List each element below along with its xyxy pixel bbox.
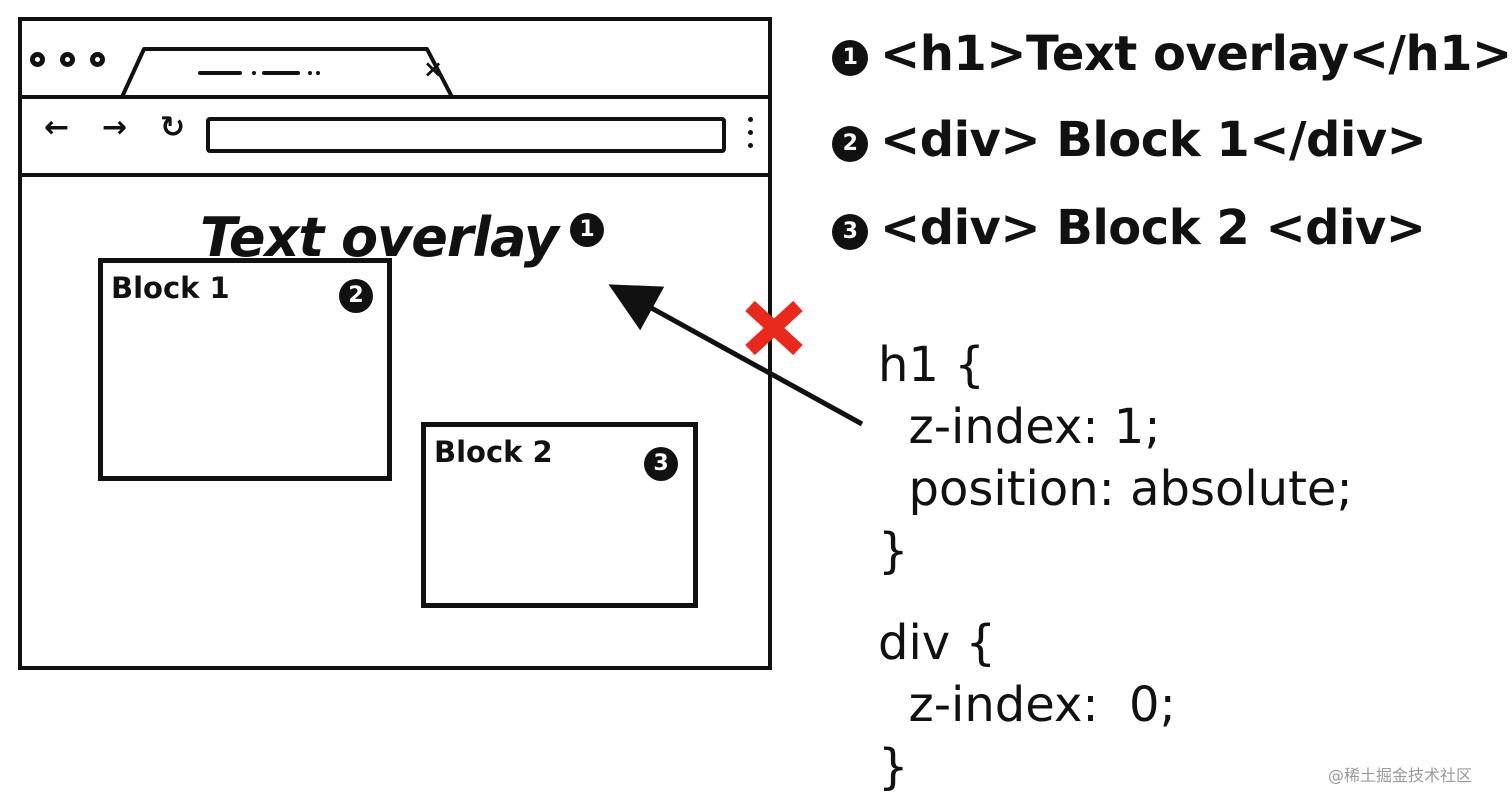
css-div-rule: div { z-index: 0;} [878,612,1176,798]
block-1-badge: 2 [339,279,373,313]
reload-icon[interactable]: ↻ [160,110,186,145]
html-line-h1-badge: 1 [832,40,868,76]
block-2: Block 2 3 [421,422,698,608]
css-h1-close: } [878,523,909,579]
menu-kebab-icon[interactable] [748,117,753,156]
html-line-div2: 3 <div> Block 2 <div> [832,200,1426,256]
css-div-open: div { [878,615,997,671]
html-line-div2-code: <div> Block 2 <div> [880,200,1426,256]
tab-close-icon[interactable]: × [423,55,444,83]
css-h1-zindex: z-index: 1; [878,399,1161,455]
tab-bar: × [22,21,768,99]
css-div-close: } [878,739,909,795]
css-div-zindex: z-index: 0; [878,677,1176,733]
tab-title-dot-2 [308,71,312,75]
tab-title-dot [252,71,256,75]
html-line-div1-code: <div> Block 1</div> [880,112,1427,168]
window-minimize-dot[interactable] [60,52,75,67]
css-h1-open: h1 { [878,337,985,393]
browser-tab[interactable] [120,43,457,99]
block-2-label: Block 2 [434,435,553,469]
block-1-label: Block 1 [111,271,230,305]
text-overlay-heading: Text overlay [200,206,559,269]
tab-title-placeholder-2 [262,71,300,75]
tab-title-dot-3 [316,71,320,75]
block-1: Block 1 2 [98,258,392,481]
window-close-dot[interactable] [30,52,45,67]
html-line-div1-badge: 2 [832,126,868,162]
html-line-div2-badge: 3 [832,214,868,250]
block-2-badge: 3 [644,447,678,481]
navigation-bar: ← → ↻ [22,95,768,177]
tab-title-placeholder [198,71,242,75]
window-maximize-dot[interactable] [90,52,105,67]
html-line-div1: 2 <div> Block 1</div> [832,112,1427,168]
html-line-h1: 1 <h1>Text overlay</h1> [832,26,1512,82]
forward-arrow-icon[interactable]: → [102,110,128,145]
heading-badge: 1 [570,213,604,247]
watermark: @稀土掘金技术社区 [1328,766,1473,785]
css-h1-rule: h1 { z-index: 1; position: absolute;} [878,334,1353,582]
css-h1-position: position: absolute; [878,461,1353,517]
html-line-h1-code: <h1>Text overlay</h1> [880,26,1512,82]
address-bar[interactable] [206,117,726,153]
back-arrow-icon[interactable]: ← [44,110,70,145]
